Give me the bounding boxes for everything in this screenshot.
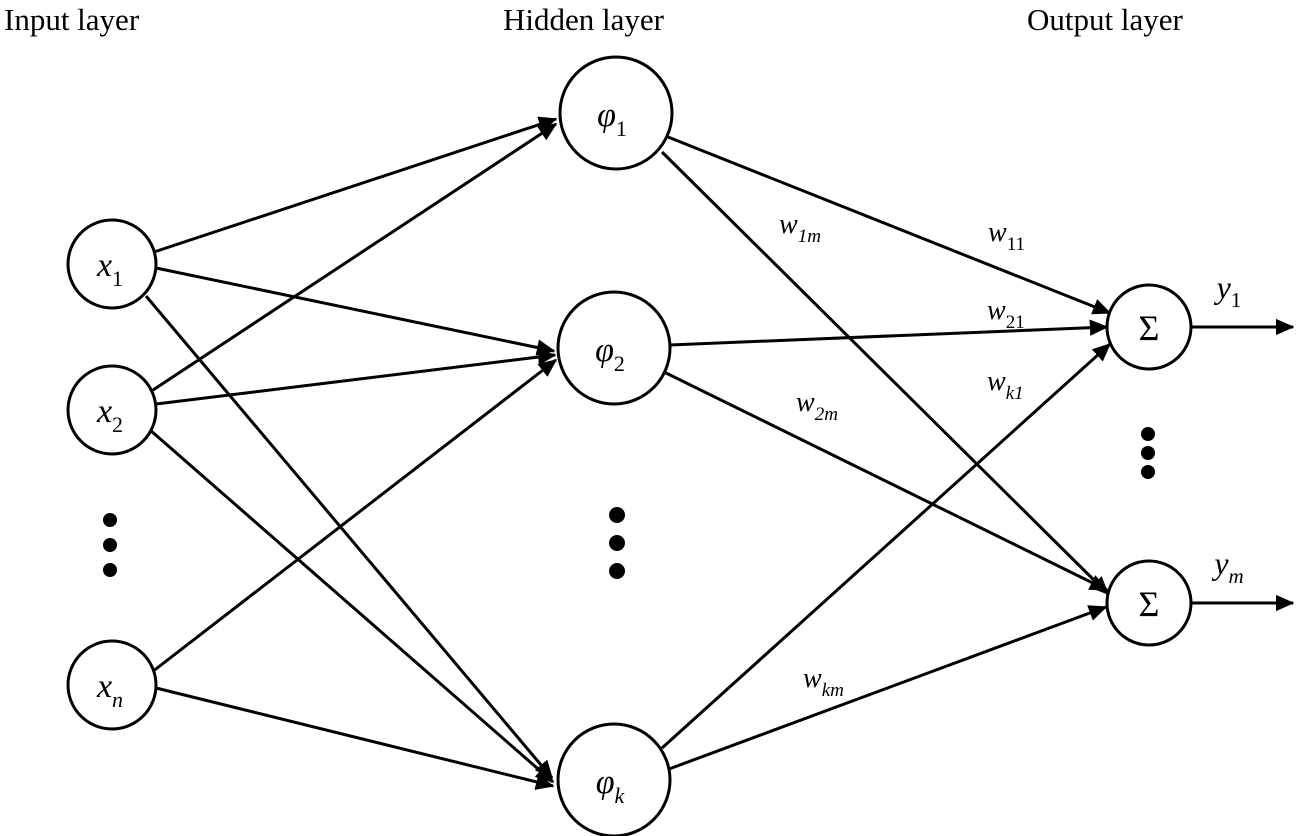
edge-phi2-sum2 <box>663 370 1109 592</box>
weight-label-w2m: w2m <box>796 387 838 425</box>
edge-x2-phi2 <box>155 348 557 406</box>
input-node-x2[interactable]: x2 <box>66 364 158 456</box>
edge-x2-phi1 <box>149 122 558 394</box>
edge-xn-phik <box>155 686 555 790</box>
input-node-x1-circle[interactable] <box>66 218 158 310</box>
weight-label-w21: w21 <box>987 295 1025 333</box>
output-label-y1: y1 <box>1214 269 1242 312</box>
input-layer-group: x1 x2 xn <box>66 218 158 731</box>
output-node-sum1-circle[interactable] <box>1105 283 1193 371</box>
weight-label-w11: w11 <box>988 217 1025 255</box>
hidden-node-phi2-circle[interactable] <box>556 290 672 406</box>
output-node-sum2-circle[interactable] <box>1105 559 1193 647</box>
edge-phik-sum2 <box>668 605 1108 771</box>
hidden-layer-ellipsis-icon <box>609 507 625 579</box>
output-layer-title: Output layer <box>1027 2 1183 37</box>
hidden-layer-group: φ1 φ2 φk <box>556 55 674 836</box>
hidden-node-phik[interactable]: φk <box>556 722 672 836</box>
edge-phi1-sum1 <box>667 135 1112 315</box>
edge-phik-sum1 <box>660 342 1112 750</box>
output-node-sum1-symbol: Σ <box>1139 308 1160 348</box>
weight-label-wkm: wkm <box>803 663 844 701</box>
hidden-node-phik-label: φk <box>596 764 626 808</box>
hidden-to-output-edges <box>660 135 1112 771</box>
input-node-x1-label: x1 <box>96 247 123 291</box>
edge-x1-phi2 <box>155 266 556 356</box>
input-node-xn-label: xn <box>96 668 123 712</box>
edge-phi2-sum1 <box>669 319 1109 347</box>
input-node-xn-circle[interactable] <box>66 639 158 731</box>
input-layer-title: Input layer <box>4 2 140 37</box>
output-node-sum1[interactable]: Σ <box>1105 283 1193 371</box>
weight-label-wk1: wk1 <box>987 366 1024 404</box>
hidden-node-phi1[interactable]: φ1 <box>558 55 674 171</box>
input-layer-ellipsis-icon <box>103 513 117 577</box>
input-node-x1[interactable]: x1 <box>66 218 158 310</box>
hidden-node-phi2-label: φ2 <box>595 332 625 376</box>
output-label-ym: ym <box>1211 545 1243 588</box>
edge-x1-phik <box>144 295 554 780</box>
output-layer-group: Σ Σ y1 ym <box>1105 269 1244 647</box>
hidden-node-phi2[interactable]: φ2 <box>556 290 672 406</box>
hidden-node-phi1-circle[interactable] <box>558 55 674 171</box>
input-to-hidden-edges <box>144 116 558 790</box>
edge-x1-phi1 <box>153 116 558 254</box>
hidden-layer-title: Hidden layer <box>503 2 665 37</box>
edge-x2-phik <box>149 428 555 784</box>
output-layer-ellipsis-icon <box>1141 427 1155 479</box>
weight-labels: w1m w2m wkm w11 w21 wk1 <box>779 209 1025 701</box>
hidden-node-phi1-label: φ1 <box>597 97 627 141</box>
output-node-sum2[interactable]: Σ <box>1105 559 1193 647</box>
output-arrows <box>1191 318 1295 612</box>
output-node-sum2-symbol: Σ <box>1139 584 1160 624</box>
edge-phi1-sum2 <box>660 150 1110 596</box>
input-node-x2-circle[interactable] <box>66 364 158 456</box>
hidden-node-phik-circle[interactable] <box>556 722 672 836</box>
input-node-xn[interactable]: xn <box>66 639 158 731</box>
weight-label-w1m: w1m <box>779 209 821 247</box>
edge-xn-phi2 <box>151 358 558 674</box>
input-node-x2-label: x2 <box>96 393 123 437</box>
